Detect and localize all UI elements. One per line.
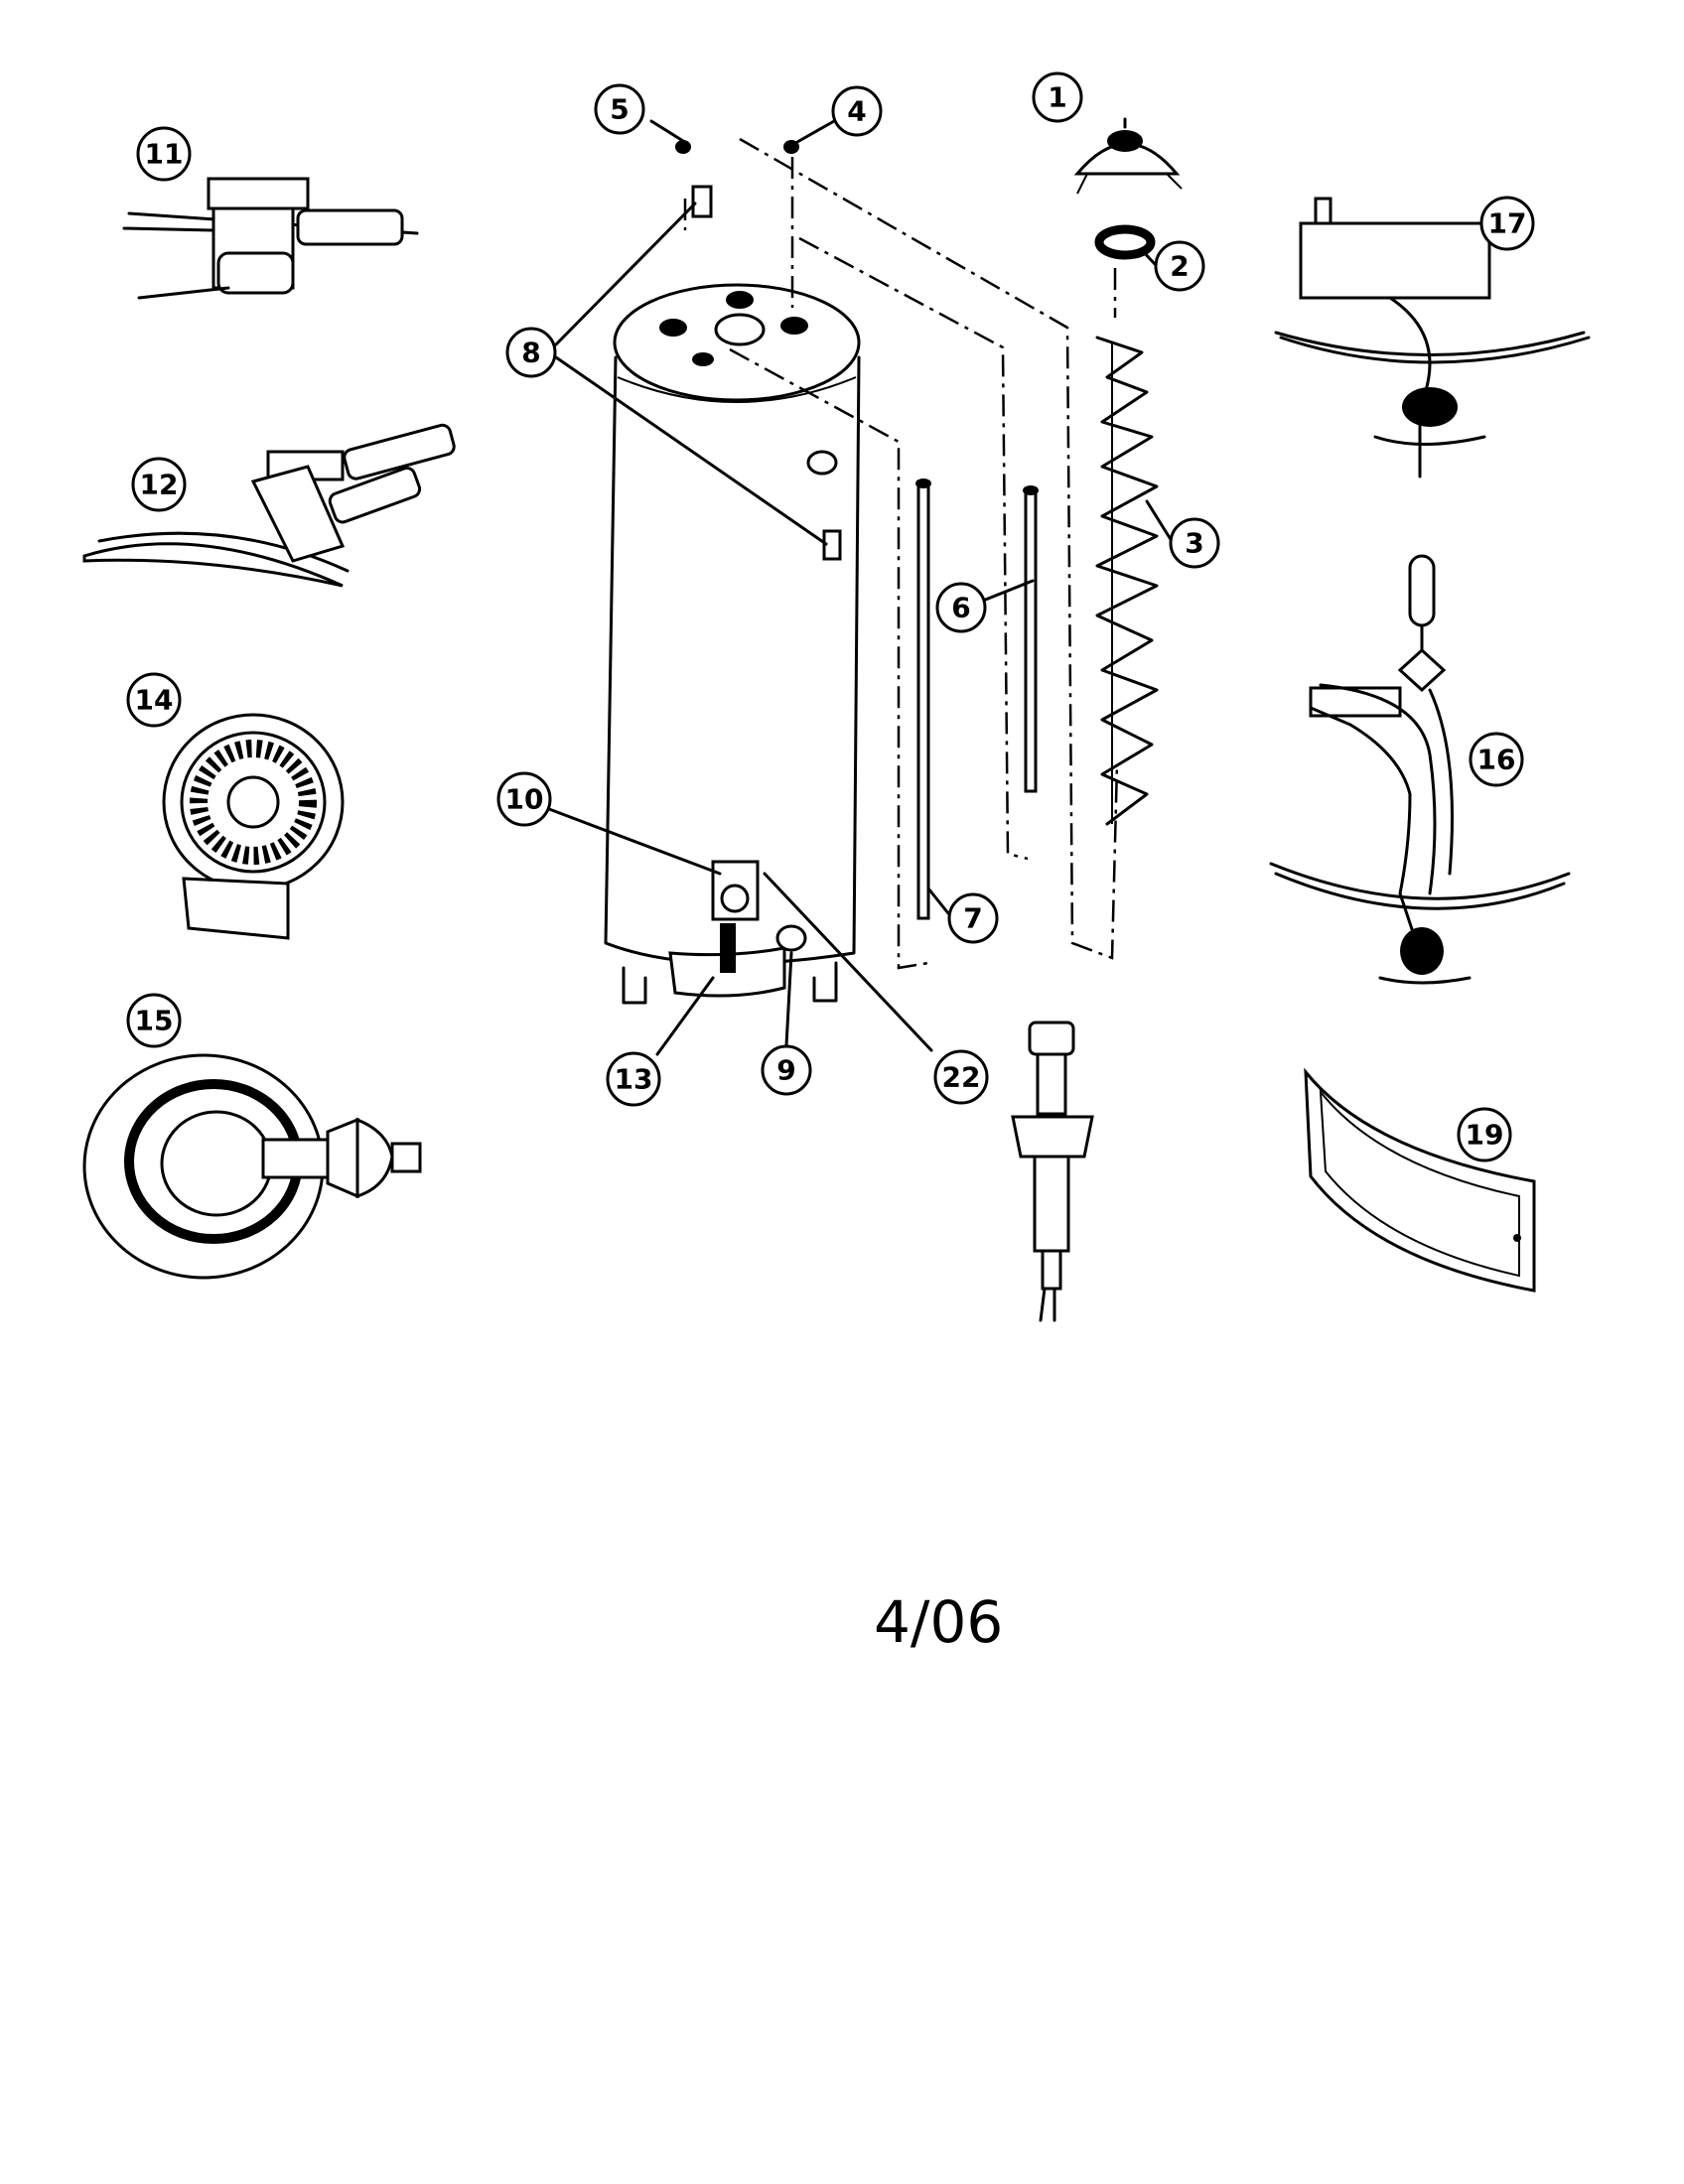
svg-text:8: 8 [521,337,540,369]
piezo-igniter [1011,1021,1094,1322]
svg-text:17: 17 [1488,207,1527,240]
tank [604,283,861,1005]
callout-6: 6 [935,582,987,633]
pilot-thermocouple-16 [1269,554,1571,985]
flue-baffle [1095,336,1159,826]
callout-14: 14 [126,672,182,728]
callout-9: 9 [761,1044,812,1096]
svg-text:14: 14 [135,684,174,717]
callout-2: 2 [1154,240,1205,292]
svg-text:11: 11 [145,138,184,171]
callout-10: 10 [496,771,552,827]
callout-7: 7 [947,892,999,944]
burner-14 [162,713,345,940]
burner-15 [82,1053,422,1280]
callout-3: 3 [1169,517,1220,569]
flue-cap [1073,130,1183,195]
leader-lines [547,117,1174,1056]
svg-text:9: 9 [776,1054,795,1087]
callout-13: 13 [606,1051,661,1107]
svg-text:3: 3 [1185,527,1203,560]
svg-text:16: 16 [1477,744,1516,776]
callout-12: 12 [131,457,187,512]
svg-text:1: 1 [1048,81,1066,114]
svg-text:6: 6 [951,592,970,624]
svg-text:13: 13 [615,1063,653,1096]
assembly-dash-lines [683,137,1119,970]
svg-text:15: 15 [135,1005,174,1037]
callout-15: 15 [126,993,182,1048]
pilot-assembly-12 [82,423,456,588]
svg-text:12: 12 [140,469,179,501]
svg-text:7: 7 [963,902,982,935]
svg-text:22: 22 [942,1061,981,1094]
revision-date: 4/06 [874,1588,1004,1656]
flue-ring [1094,224,1156,260]
pilot-assembly-11 [122,177,419,300]
callout-5: 5 [594,83,645,135]
callout-8: 8 [505,327,557,378]
svg-text:4: 4 [847,95,866,128]
svg-text:5: 5 [610,93,629,126]
svg-text:2: 2 [1170,250,1189,283]
svg-text:10: 10 [505,783,544,816]
callout-19: 19 [1457,1107,1512,1162]
shield-19 [1304,1067,1536,1293]
callout-1: 1 [1032,71,1083,123]
callout-4: 4 [831,85,883,137]
callout-17: 17 [1479,196,1535,251]
callout-11: 11 [136,126,192,182]
callout-16: 16 [1469,732,1524,787]
anode-rod-6 [1023,485,1039,793]
callout-22: 22 [933,1049,989,1105]
dip-tube-7 [915,478,931,920]
thermocouple-17 [1274,197,1591,478]
svg-text:19: 19 [1466,1119,1504,1152]
